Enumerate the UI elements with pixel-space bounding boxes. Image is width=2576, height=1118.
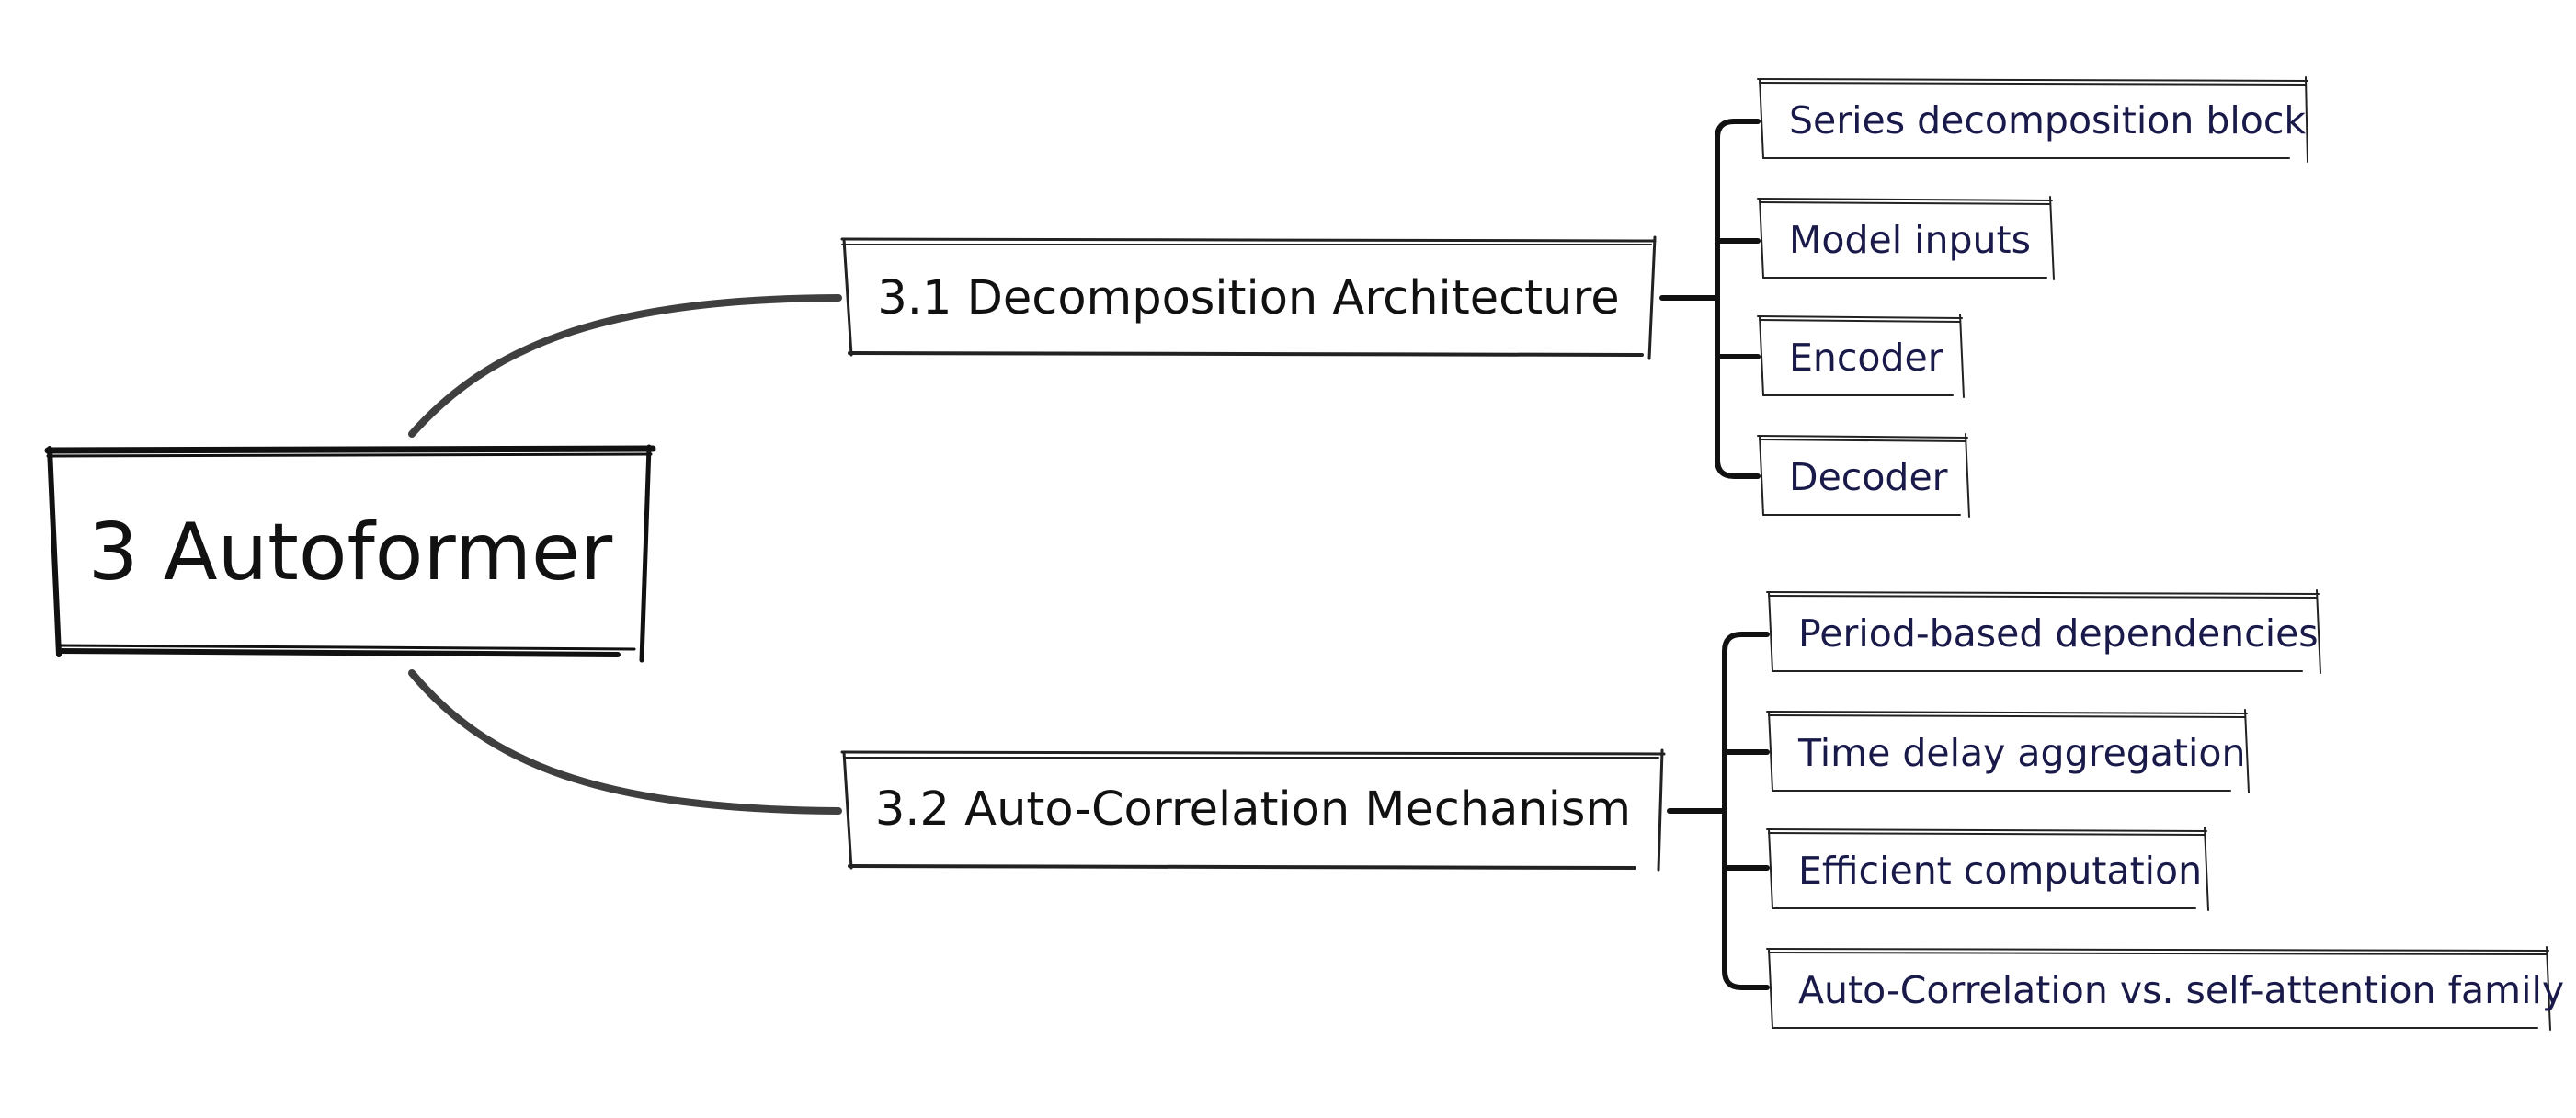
branch-label: 3.1 Decomposition Architecture bbox=[877, 270, 1620, 325]
leaf-node-period-based-dependencies: Period-based dependencies bbox=[1771, 594, 2319, 673]
branch-label: 3.2 Auto-Correlation Mechanism bbox=[874, 781, 1632, 837]
leaf-boxes-group-2 bbox=[1766, 589, 2551, 1031]
root-label: 3 Autoformer bbox=[87, 507, 613, 599]
leaf-node-encoder: Encoder bbox=[1761, 318, 1962, 397]
leaf-node-auto-correlation-vs-self-attention-family: Auto-Correlation vs. self-attention fami… bbox=[1771, 951, 2564, 1030]
leaf-node-series-decomposition-block: Series decomposition block bbox=[1761, 81, 2308, 160]
leaf-boxes-group-1 bbox=[1757, 76, 2308, 518]
leaf-node-decoder: Decoder bbox=[1761, 438, 1967, 517]
leaf-label: Time delay aggregation bbox=[1798, 731, 2246, 775]
branch-node-decomposition-architecture: 3.1 Decomposition Architecture bbox=[846, 241, 1651, 355]
leaf-label: Model inputs bbox=[1789, 218, 2031, 262]
root-box-outline bbox=[44, 444, 656, 663]
root-node: 3 Autoformer bbox=[55, 451, 645, 655]
connector-root-to-branch-1 bbox=[408, 294, 842, 438]
leaf-label: Auto-Correlation vs. self-attention fami… bbox=[1798, 968, 2565, 1012]
leaf-label: Decoder bbox=[1789, 455, 1948, 499]
branch-node-auto-correlation-mechanism: 3.2 Auto-Correlation Mechanism bbox=[846, 752, 1660, 866]
leaf-label: Efficient computation bbox=[1798, 849, 2203, 893]
leaf-node-model-inputs: Model inputs bbox=[1761, 200, 2052, 280]
leaf-label: Period-based dependencies bbox=[1798, 611, 2319, 656]
leaf-label: Encoder bbox=[1789, 336, 1943, 380]
branch-1-box-outline bbox=[840, 235, 1657, 360]
leaf-label: Series decomposition block bbox=[1789, 98, 2307, 143]
leaf-node-efficient-computation: Efficient computation bbox=[1771, 831, 2206, 910]
bracket-group-1 bbox=[1659, 119, 1761, 479]
bracket-group-2 bbox=[1667, 632, 1770, 990]
leaf-node-time-delay-aggregation: Time delay aggregation bbox=[1771, 713, 2247, 793]
branch-2-box-outline bbox=[840, 748, 1666, 872]
connector-root-to-branch-2 bbox=[408, 669, 842, 815]
